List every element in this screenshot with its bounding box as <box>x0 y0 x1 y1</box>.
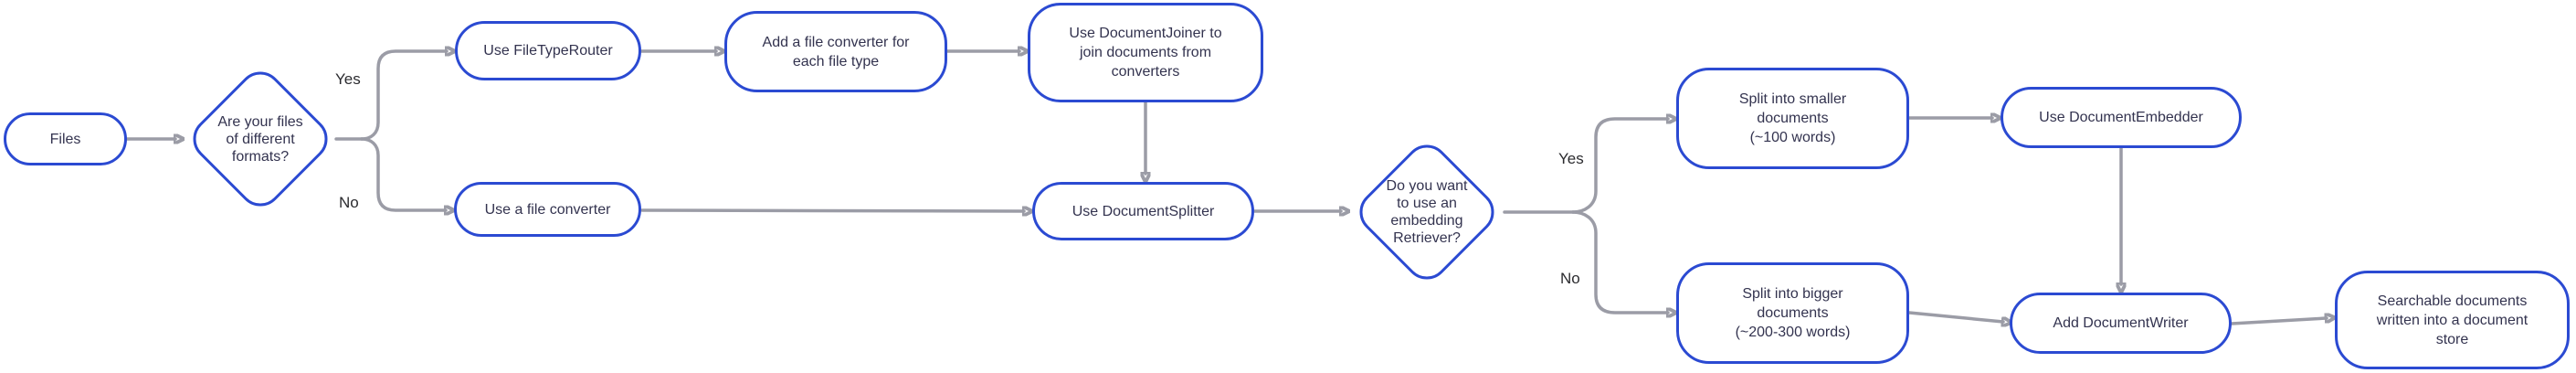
edge-decision-embedding-yes <box>1571 119 1668 214</box>
node-doc-embedder-label: Use DocumentEmbedder <box>2039 110 2203 125</box>
node-doc-splitter: Use DocumentSplitter <box>1032 182 1254 240</box>
node-add-converter: Add a file converter for each file type <box>724 11 947 92</box>
node-files: Files <box>4 112 127 165</box>
node-searchable-docs-label: Searchable documents written into a docu… <box>2376 293 2528 347</box>
node-decision-embedding-label: Do you want to use an embedding Retrieve… <box>1386 178 1468 246</box>
node-doc-embedder: Use DocumentEmbedder <box>2001 87 2242 148</box>
edge-label-formats-yes: Yes <box>335 70 361 88</box>
edge-writer-to-searchable <box>2230 318 2327 325</box>
node-file-converter: Use a file converter <box>454 182 641 237</box>
edge-label-embedding-no: No <box>1560 270 1580 287</box>
node-file-type-router: Use FileTypeRouter <box>455 21 641 80</box>
node-doc-joiner: Use DocumentJoiner to join documents fro… <box>1028 3 1263 102</box>
edge-label-formats-no: No <box>339 194 359 211</box>
edge-decision-formats-no <box>360 137 446 210</box>
edge-decision-embedding-no <box>1571 210 1668 313</box>
node-doc-writer-label: Add DocumentWriter <box>2053 315 2189 331</box>
node-split-bigger-label: Split into bigger documents (~200-300 wo… <box>1735 286 1851 340</box>
edge-split-bigger-to-writer <box>1907 311 2003 322</box>
node-file-converter-label: Use a file converter <box>484 201 611 218</box>
node-split-smaller-label: Split into smaller documents (~100 words… <box>1738 91 1847 145</box>
node-files-label: Files <box>49 131 81 147</box>
edge-decision-formats-yes <box>360 51 447 141</box>
node-split-smaller: Split into smaller documents (~100 words… <box>1676 68 1909 169</box>
node-doc-splitter-label: Use DocumentSplitter <box>1072 203 1215 219</box>
edge-label-embedding-yes: Yes <box>1558 150 1584 167</box>
node-searchable-docs: Searchable documents written into a docu… <box>2335 271 2570 369</box>
node-doc-joiner-label: Use DocumentJoiner to join documents fro… <box>1069 26 1222 80</box>
edge-converter-to-splitter <box>640 210 1024 211</box>
node-add-converter-label: Add a file converter for each file type <box>762 34 910 69</box>
node-file-type-router-label: Use FileTypeRouter <box>483 43 613 59</box>
node-split-bigger: Split into bigger documents (~200-300 wo… <box>1676 262 1909 364</box>
node-decision-formats-label: Are your files of different formats? <box>217 113 303 165</box>
node-doc-writer: Add DocumentWriter <box>2010 293 2232 354</box>
